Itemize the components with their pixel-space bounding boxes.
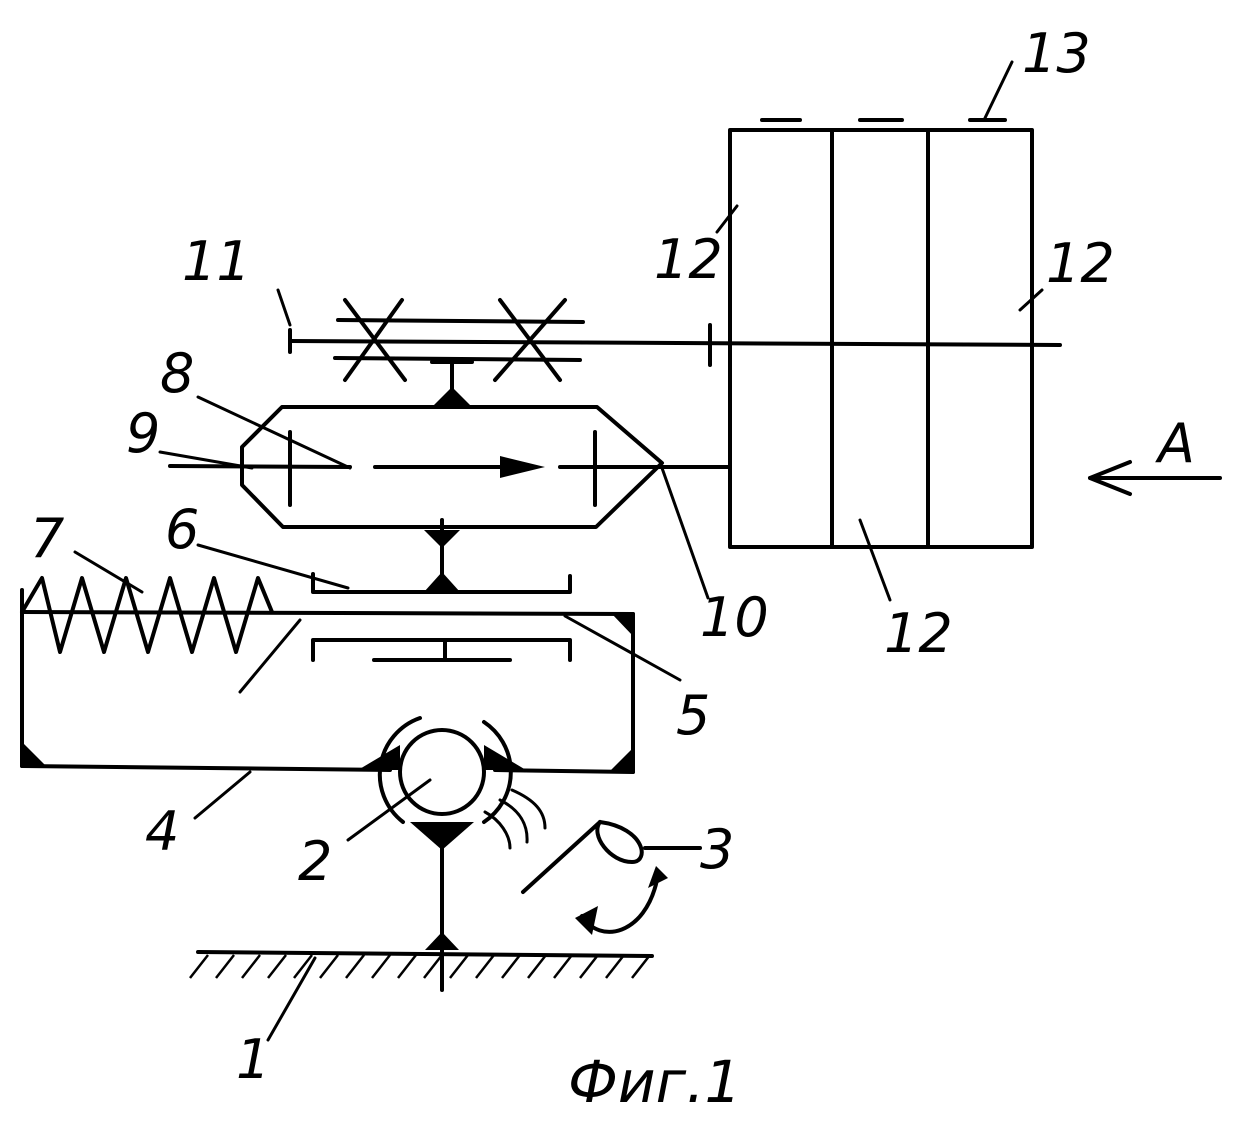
ground-hatch-line [606,955,624,978]
label-12-right: 12 [1046,232,1115,295]
roll-block [730,120,1032,547]
support-post [410,822,474,990]
spring [22,578,272,652]
ground-hatch-line [632,955,650,978]
label-1: 1 [236,1028,270,1091]
ground-hatch-line [528,955,546,978]
ground-hatch-line [554,955,572,978]
ground-hatch-line [476,955,494,978]
label-4: 4 [145,800,179,863]
ground-hatch-line [216,955,234,978]
upper-shaft [290,300,1060,380]
ground-hatch-line [190,955,208,978]
ground-base [190,952,652,978]
slide-guide [313,520,570,660]
ground-hatch-line [424,955,442,978]
label-8: 8 [160,342,194,405]
label-13: 13 [1022,22,1091,85]
label-12-bottom: 12 [884,602,953,665]
ground-hatch-line [580,955,598,978]
figure-caption: Фиг.1 [568,1048,741,1116]
label-5: 5 [676,684,710,747]
label-9: 9 [126,402,160,465]
label-7: 7 [30,507,64,570]
leader-lines [75,62,1042,1040]
ground-hatch-line [320,955,338,978]
label-3: 3 [700,818,734,881]
ground-hatch-line [502,955,520,978]
label-6: 6 [165,498,199,561]
ground-hatch-line [372,955,390,978]
ground-hatch-line [268,955,286,978]
drive-housing [170,360,730,527]
view-arrow [1090,462,1220,494]
view-label-a: A [1155,412,1195,475]
label-11: 11 [182,230,251,293]
ground-hatch-line [450,955,468,978]
ground-hatch-line [398,955,416,978]
label-10: 10 [700,586,769,649]
ground-hatch-line [242,955,260,978]
label-2: 2 [298,830,332,893]
label-12-left: 12 [654,228,723,291]
ground-hatch-line [346,955,364,978]
lock-lever [485,790,700,935]
